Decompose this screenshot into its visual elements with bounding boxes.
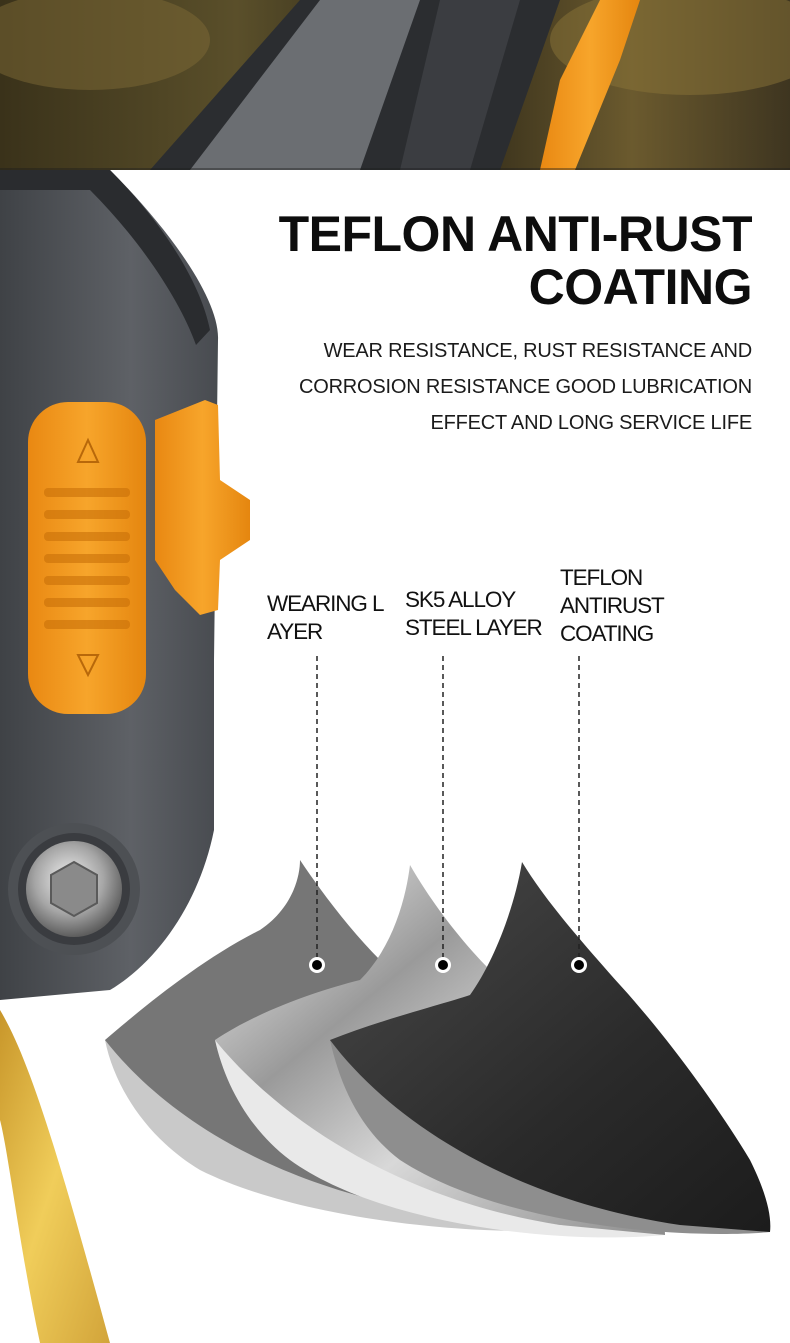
wearing-layer-label-line-2: AYER [267, 619, 323, 644]
sk5-layer-label-line-1: SK5 ALLOY [405, 587, 516, 612]
pivot-bolt [8, 823, 140, 955]
gold-handle [0, 1010, 110, 1343]
teflon-layer-label: TEFLON ANTIRUST COATING [560, 564, 665, 648]
teflon-layer-label-line-1: TEFLON [560, 565, 643, 590]
slider-button [28, 402, 146, 714]
up-arrow-icon [76, 437, 100, 463]
down-arrow-icon [76, 654, 100, 678]
teflon-layer-label-line-3: COATING [560, 621, 654, 646]
description: WEAR RESISTANCE, RUST RESISTANCE AND COR… [232, 333, 752, 441]
headline-line-2: COATING [528, 259, 753, 315]
blade-layers [105, 860, 771, 1238]
headline: TEFLON ANTI-RUST COATING [232, 206, 753, 315]
headline-line-1: TEFLON ANTI-RUST [278, 206, 753, 262]
wearing-layer-label-line-1: WEARING L [267, 591, 384, 616]
sk5-layer-label-line-2: STEEL LAYER [405, 615, 543, 640]
top-photo-band [0, 0, 790, 170]
description-line-1: WEAR RESISTANCE, RUST RESISTANCE AND [323, 340, 753, 362]
teflon-layer-label-line-2: ANTIRUST [560, 593, 665, 618]
lock-lever [155, 400, 250, 615]
marker-dots [309, 957, 587, 973]
sk5-layer-label: SK5 ALLOY STEEL LAYER [405, 586, 543, 642]
description-line-3: EFFECT AND LONG SERVICE LIFE [430, 412, 752, 434]
description-line-2: CORROSION RESISTANCE GOOD LUBRICATION [298, 376, 752, 398]
wearing-layer-label: WEARING L AYER [267, 590, 384, 646]
